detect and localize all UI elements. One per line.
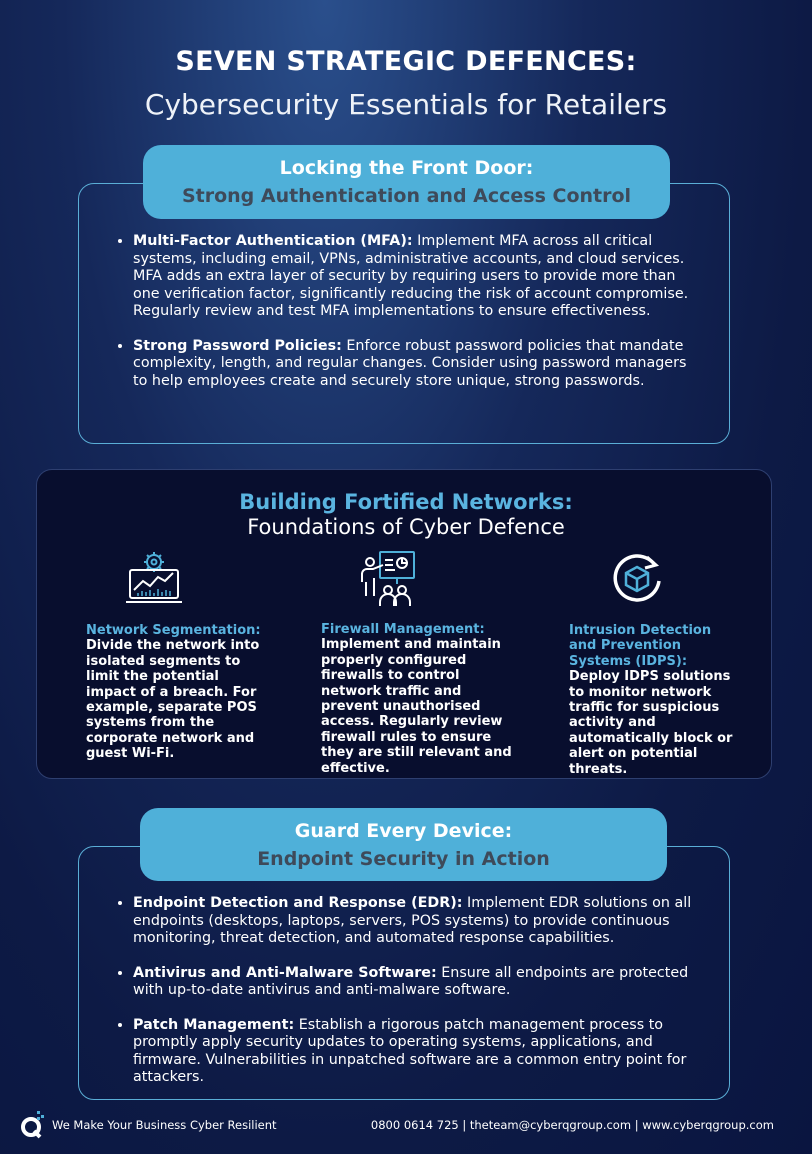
page-title: SEVEN STRATEGIC DEFENCES: [175,46,637,77]
network-section-heading: Building Fortified Networks: [239,490,573,514]
footer-contact: 0800 0614 725 | theteam@cyberqgroup.com … [370,1118,774,1132]
endpoint-section-list: Endpoint Detection and Response (EDR): I… [113,895,703,1104]
list-item: Strong Password Policies: Enforce robust… [133,338,703,391]
page-subtitle: Cybersecurity Essentials for Retailers [144,88,668,121]
network-section-subheading: Foundations of Cyber Defence [247,515,565,539]
network-chart-icon [124,550,184,612]
firewall-management-text: Firewall Management: Implement and maint… [321,622,512,776]
presentation-team-icon [358,548,420,612]
list-item: Antivirus and Anti-Malware Software: Ens… [133,965,703,1000]
cube-refresh-icon [609,551,665,611]
auth-section-heading: Locking the Front Door: [279,157,534,179]
list-item: Multi-Factor Authentication (MFA): Imple… [133,233,703,321]
auth-section-list: Multi-Factor Authentication (MFA): Imple… [113,233,703,407]
endpoint-section-heading: Guard Every Device: [294,820,513,842]
list-item: Patch Management: Establish a rigorous p… [133,1017,703,1087]
footer-tagline: We Make Your Business Cyber Resilient [52,1118,277,1132]
endpoint-section-subheading: Endpoint Security in Action [257,848,550,870]
network-section-panel [36,469,772,779]
endpoint-section-header: Guard Every Device: Endpoint Security in… [140,808,667,881]
auth-section-subheading: Strong Authentication and Access Control [181,185,632,207]
network-segmentation-text: Network Segmentation: Divide the network… [86,623,261,762]
cyberq-logo-icon [20,1109,46,1143]
auth-section-header: Locking the Front Door: Strong Authentic… [143,145,670,219]
list-item: Endpoint Detection and Response (EDR): I… [133,895,703,948]
idps-text: Intrusion Detection and Prevention Syste… [569,623,733,777]
